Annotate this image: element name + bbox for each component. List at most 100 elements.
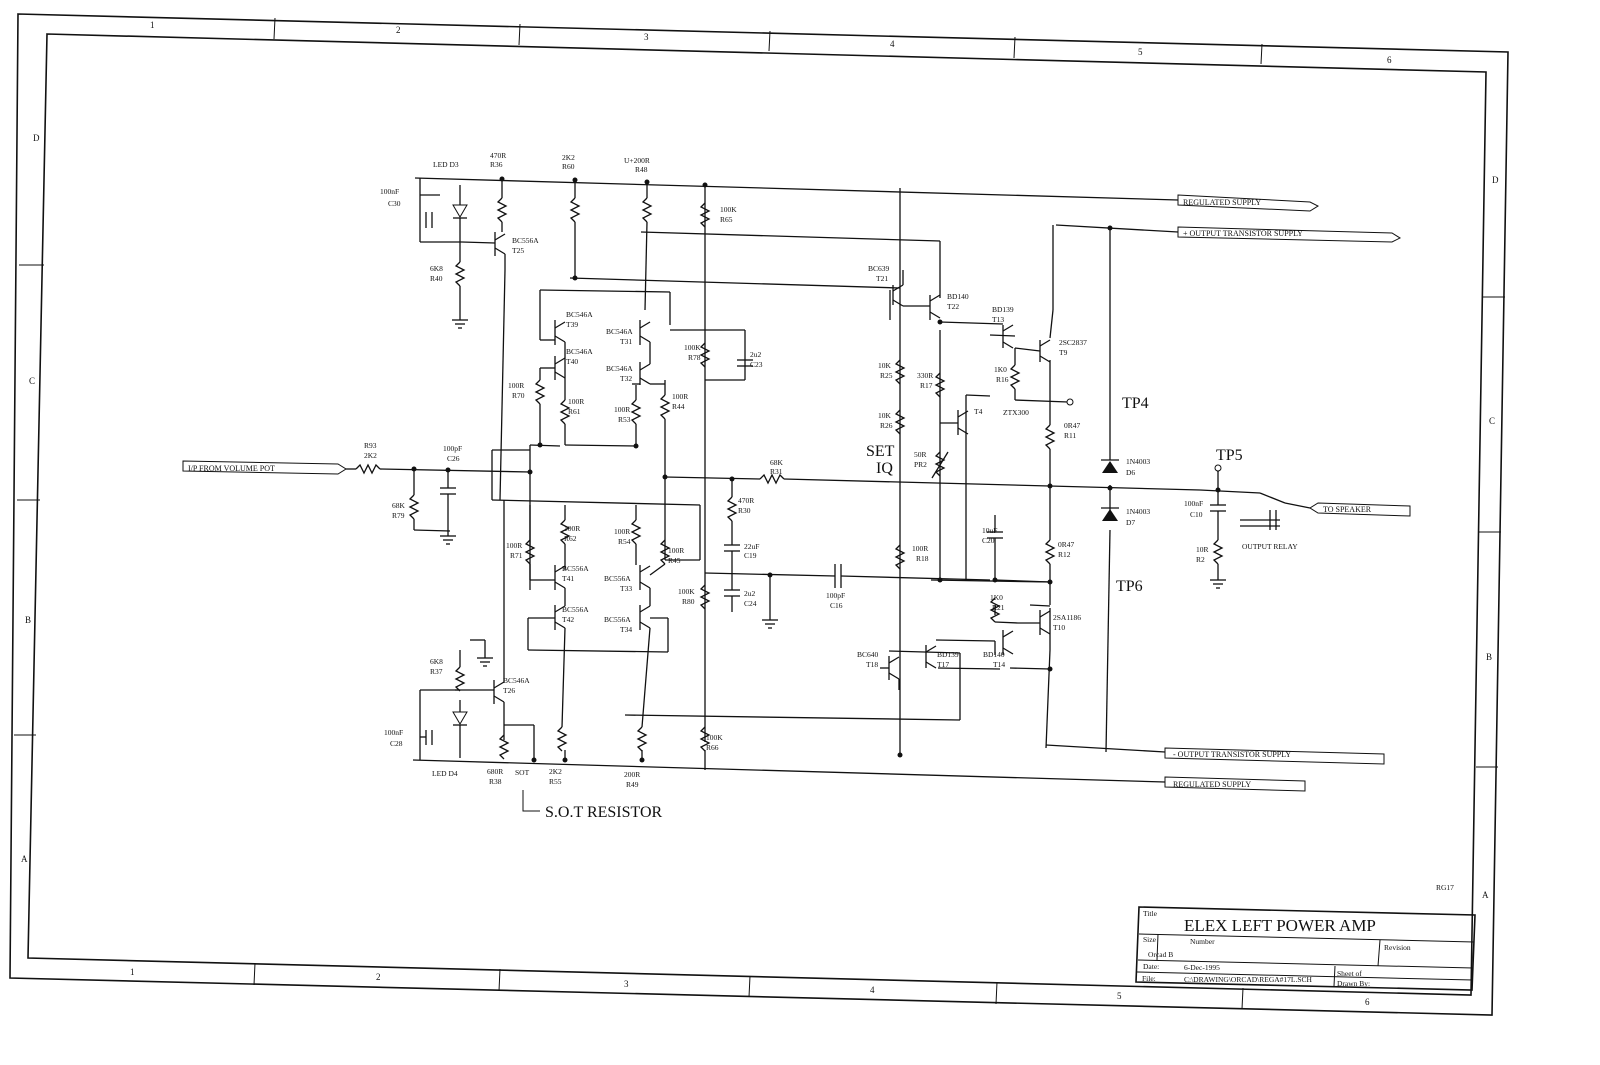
- t31-ref: T31: [620, 337, 632, 346]
- r30-value: 470R: [738, 496, 754, 505]
- r44-value: 100R: [672, 392, 688, 401]
- r11-ref: R11: [1064, 431, 1076, 440]
- title-block: Title ELEX LEFT POWER AMP Size Orcad B N…: [1135, 906, 1476, 991]
- row-label: B: [25, 615, 31, 625]
- junction-dots: [411, 176, 1221, 763]
- svg-text:REGULATED SUPPLY: REGULATED SUPPLY: [1173, 780, 1251, 789]
- supply-rails: [412, 177, 1179, 783]
- r25-value: 10K: [878, 361, 892, 370]
- pr2-ref: PR2: [914, 460, 927, 469]
- t26-type: BC546A: [503, 676, 530, 685]
- t33-ref: T33: [620, 584, 632, 593]
- r53-value: 100R: [614, 405, 630, 414]
- t34-type: BC556A: [604, 615, 631, 624]
- t39-ref: T39: [566, 320, 578, 329]
- t41-type: BC556A: [562, 564, 589, 573]
- r2-value: 10R: [1196, 545, 1209, 554]
- col-label: 6: [1387, 55, 1392, 65]
- r62-ref: R62: [564, 534, 577, 543]
- t25-ref: T25: [512, 246, 524, 255]
- t41-ref: T41: [562, 574, 574, 583]
- t33-type: BC556A: [604, 574, 631, 583]
- r31-ref: R31: [770, 467, 783, 476]
- col-label: 4: [870, 985, 875, 995]
- r38-value: 680R: [487, 767, 503, 776]
- t32-type: BC546A: [606, 364, 633, 373]
- r45-ref: R45: [668, 556, 681, 565]
- r45-value: 100R: [668, 546, 684, 555]
- c16-ref: C16: [830, 601, 843, 610]
- test-point-terminal: [1066, 398, 1074, 406]
- r54-value: 100R: [614, 527, 630, 536]
- r21-value: 1K0: [990, 593, 1003, 602]
- t32-ref: T32: [620, 374, 632, 383]
- t21-type: BC639: [868, 264, 890, 273]
- r37-ref: R37: [430, 667, 443, 676]
- r17-value: 330R: [917, 371, 933, 380]
- port-regulated-supply-top: REGULATED SUPPLY: [1177, 194, 1320, 212]
- c23-value: 2u2: [750, 350, 762, 359]
- outer-frame: [9, 13, 1509, 1016]
- iq-label: IQ: [876, 460, 893, 477]
- r38-ref: R38: [489, 777, 502, 786]
- c24-value: 2u2: [744, 589, 756, 598]
- file-label: File:: [1142, 974, 1156, 983]
- c19-ref: C19: [744, 551, 757, 560]
- r30-ref: R30: [738, 506, 751, 515]
- col-label: 5: [1117, 991, 1122, 1001]
- c26-ref: C26: [447, 454, 460, 463]
- t26-ref: T26: [503, 686, 515, 695]
- col-label: 6: [1365, 997, 1370, 1007]
- r80-value: 100K: [678, 587, 695, 596]
- border-ticks: [14, 17, 1505, 1010]
- t10-ref: T10: [1053, 623, 1065, 632]
- drawn-by-label: Drawn By:: [1337, 979, 1370, 988]
- r12-value: 0R47: [1058, 540, 1075, 549]
- diode-d6: [1101, 459, 1119, 473]
- c19-value: 22uF: [744, 542, 759, 551]
- r65-ref: R65: [720, 215, 733, 224]
- tp4-label: TP4: [1122, 395, 1149, 412]
- date-label: Date:: [1143, 962, 1159, 971]
- c23-ref: C23: [750, 360, 763, 369]
- r71-ref: R71: [510, 551, 523, 560]
- t22-type: BD140: [947, 292, 969, 301]
- t31-type: BC546A: [606, 327, 633, 336]
- col-label: 5: [1138, 47, 1143, 57]
- t40-type: BC546A: [566, 347, 593, 356]
- r61-value: 100R: [568, 397, 584, 406]
- c30-value: 100nF: [380, 187, 399, 196]
- transistors: [880, 270, 1051, 690]
- t13-type: BD139: [992, 305, 1014, 314]
- r31-value: 68K: [770, 458, 784, 467]
- r93-ref: R93: [364, 441, 377, 450]
- t40-ref: T40: [566, 357, 578, 366]
- led-d3-label: LED D3: [433, 160, 459, 169]
- t22-ref: T22: [947, 302, 959, 311]
- t18-type: BC640: [857, 650, 879, 659]
- svg-text:TO SPEAKER: TO SPEAKER: [1323, 505, 1372, 514]
- row-label: C: [29, 376, 35, 386]
- date-value: 6-Dec-1995: [1184, 963, 1220, 972]
- sot-pointer: [522, 790, 540, 812]
- col-label: 1: [130, 967, 135, 977]
- ztx300-label: ZTX300: [1003, 408, 1029, 417]
- r93-value: 2K2: [364, 451, 377, 460]
- r65-value: 100K: [720, 205, 737, 214]
- r25-ref: R25: [880, 371, 893, 380]
- drawing-title: ELEX LEFT POWER AMP: [1184, 916, 1376, 935]
- t14-ref: T14: [993, 660, 1005, 669]
- sheet-label: Sheet of: [1337, 969, 1362, 978]
- r55-value: 2K2: [549, 767, 562, 776]
- port-input-volume-pot: I/P FROM VOLUME POT: [182, 460, 347, 475]
- r48-ref: R48: [635, 165, 648, 174]
- sot-label: SOT: [515, 768, 530, 777]
- r36-value: 470R: [490, 151, 506, 160]
- rg17-label: RG17: [1436, 883, 1454, 892]
- col-label: 3: [624, 979, 629, 989]
- r48-value: U+200R: [624, 156, 650, 165]
- c20-value: 10uF: [982, 526, 997, 535]
- r26-value: 10K: [878, 411, 892, 420]
